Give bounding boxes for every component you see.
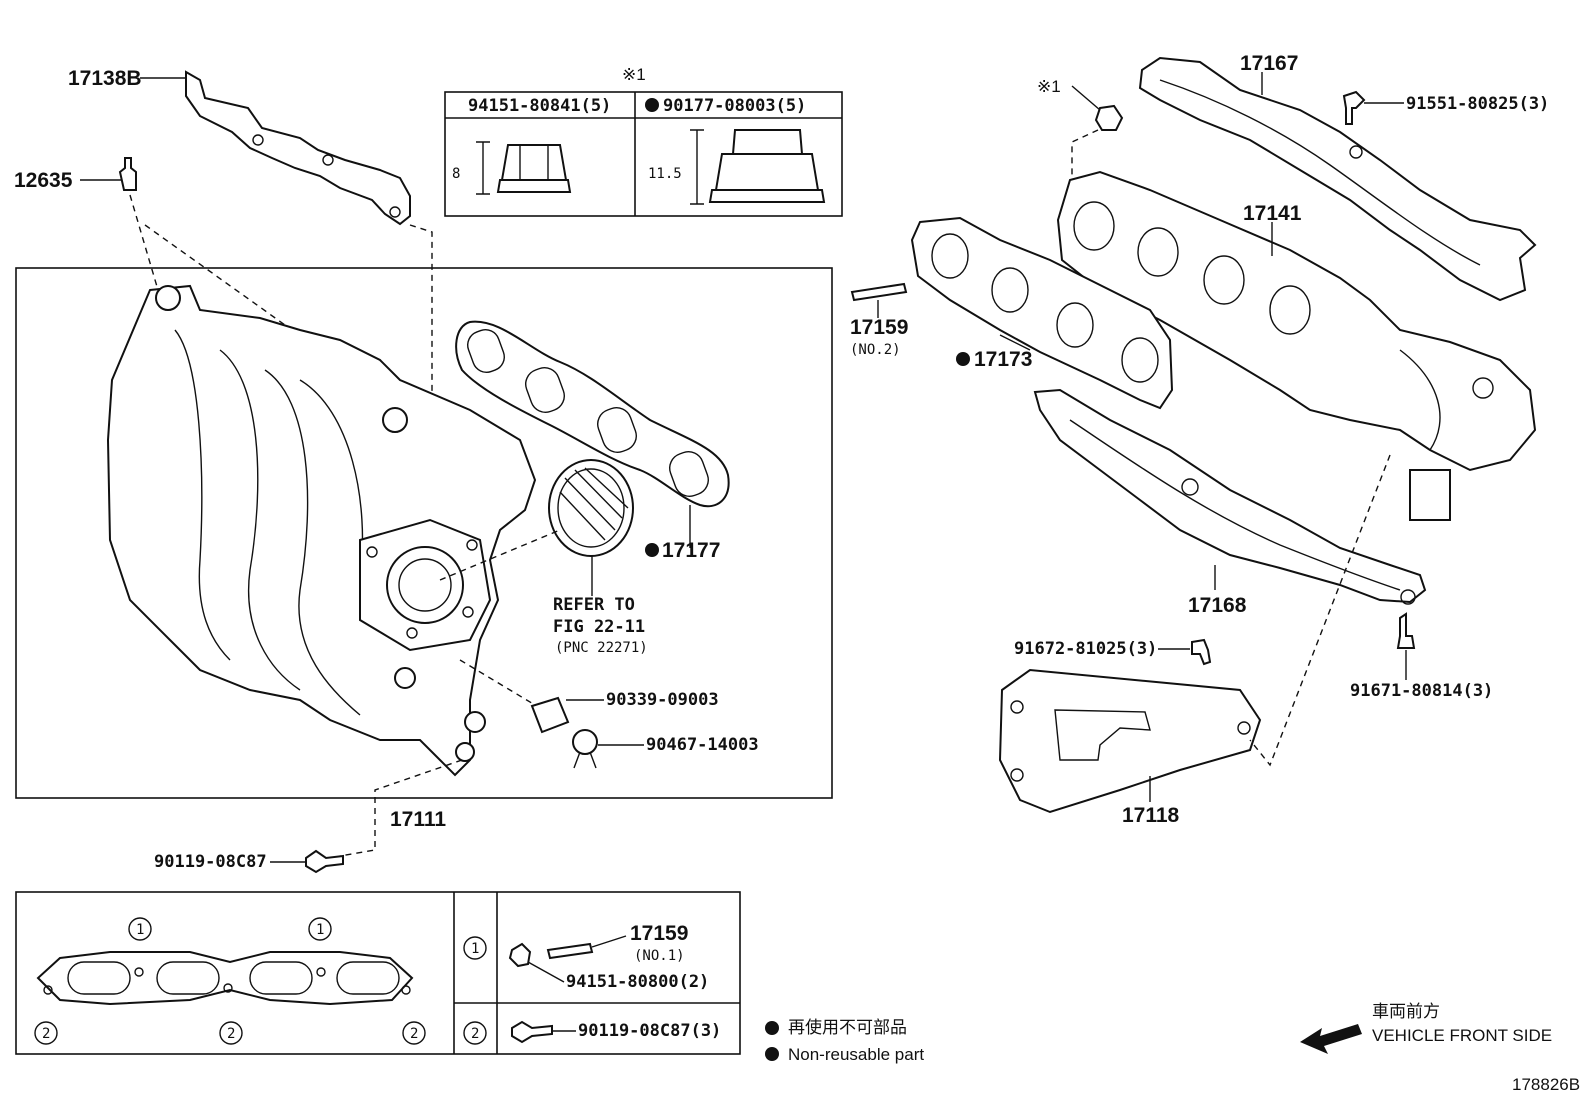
nut-table-title: ※1 bbox=[622, 65, 646, 84]
callout-91671: 91671-80814(3) bbox=[1350, 681, 1493, 701]
callout-90467: 90467-14003 bbox=[646, 735, 759, 755]
bottom-table bbox=[15, 891, 741, 1055]
callout-90339: 90339-09003 bbox=[606, 690, 719, 710]
callout-17111: 17111 bbox=[390, 808, 446, 831]
callout-no2: (NO.2) bbox=[850, 342, 901, 358]
refer-line-1: REFER TO bbox=[553, 595, 635, 615]
nut-col1-dim: 8 bbox=[452, 166, 460, 182]
callout-17138B: 17138B bbox=[68, 67, 142, 90]
part-90339-plug[interactable] bbox=[530, 696, 570, 734]
part-12635-stud[interactable] bbox=[118, 157, 137, 191]
part-17177-gasket[interactable] bbox=[455, 320, 730, 508]
callout-12635: 12635 bbox=[14, 169, 73, 192]
part-17138B-bracket[interactable] bbox=[185, 70, 411, 226]
nut-col2-header: 90177-08003(5) bbox=[663, 96, 806, 116]
circle-2b: 2 bbox=[227, 1026, 235, 1042]
callout-17168: 17168 bbox=[1188, 594, 1247, 617]
circle-1a: 1 bbox=[136, 922, 144, 938]
diagram-id: 178826B bbox=[1512, 1075, 1580, 1094]
throttle-gasket-ref[interactable] bbox=[548, 459, 634, 557]
circle-2-row: 2 bbox=[471, 1026, 479, 1042]
callout-90119-08C87: 90119-08C87 bbox=[154, 852, 267, 872]
callout-17167: 17167 bbox=[1240, 52, 1298, 75]
direction-jp: 車両前方 bbox=[1372, 1002, 1440, 1021]
intake-group-frame bbox=[15, 267, 833, 799]
circle-1b: 1 bbox=[316, 922, 324, 938]
part-91551-bolt[interactable] bbox=[1342, 90, 1366, 125]
refer-line-3: (PNC 22271) bbox=[555, 640, 648, 656]
part-17173-gasket[interactable] bbox=[910, 216, 1174, 410]
row2-bolt: 90119-08C87(3) bbox=[578, 1021, 721, 1041]
callout-17141: 17141 bbox=[1243, 202, 1302, 225]
legend-jp: 再使用不可部品 bbox=[788, 1017, 907, 1037]
part-17168-lower-insulator[interactable] bbox=[1033, 388, 1427, 605]
front-direction-arrow-icon bbox=[1300, 1024, 1362, 1054]
part-91672-bolt[interactable] bbox=[1191, 638, 1212, 666]
legend-en: Non-reusable part bbox=[788, 1045, 924, 1064]
refer-line-2: FIG 22-11 bbox=[553, 617, 645, 637]
part-90467-clip[interactable] bbox=[572, 729, 598, 769]
part-91671-bolt[interactable] bbox=[1396, 612, 1416, 649]
circle-1-row: 1 bbox=[471, 941, 479, 957]
nut-table bbox=[444, 91, 843, 217]
circle-2c: 2 bbox=[410, 1026, 418, 1042]
part-90119-bolt[interactable] bbox=[305, 849, 344, 874]
part-17159-stud-no2[interactable] bbox=[850, 282, 908, 302]
row1-nut: 94151-80800(2) bbox=[566, 972, 709, 992]
row1-sub: (NO.1) bbox=[634, 948, 685, 964]
callout-91551: 91551-80825(3) bbox=[1406, 94, 1549, 114]
ref-mark-right: ※1 bbox=[1037, 77, 1061, 96]
callout-17173: 17173 bbox=[974, 348, 1032, 371]
row1-part: 17159 bbox=[630, 922, 688, 945]
part-17111-intake-manifold[interactable] bbox=[106, 284, 537, 777]
part-17167-heat-insulator[interactable] bbox=[1138, 56, 1537, 302]
callout-91672: 91672-81025(3) bbox=[1014, 639, 1157, 659]
direction-en: VEHICLE FRONT SIDE bbox=[1372, 1026, 1552, 1045]
part-17118-bracket[interactable] bbox=[998, 668, 1262, 814]
nut-col2-dim: 11.5 bbox=[648, 166, 682, 182]
part-17141-exhaust-manifold[interactable] bbox=[1056, 170, 1537, 521]
callout-17118: 17118 bbox=[1122, 804, 1180, 827]
circle-2a: 2 bbox=[42, 1026, 50, 1042]
right-nut[interactable] bbox=[1094, 104, 1124, 131]
nut-col1-header: 94151-80841(5) bbox=[468, 96, 611, 116]
callout-17177: 17177 bbox=[662, 539, 720, 562]
callout-17159-no2: 17159 bbox=[850, 316, 908, 339]
